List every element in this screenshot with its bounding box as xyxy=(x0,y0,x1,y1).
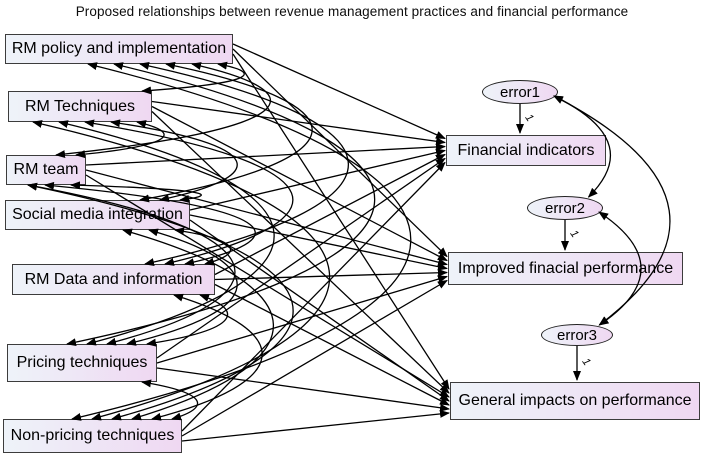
node-label: error1 xyxy=(499,83,540,101)
regression-arrow-nonpricing-general xyxy=(181,409,450,442)
regression-arrow-policy-financial xyxy=(232,43,446,140)
loading-label-error3: 1 xyxy=(579,356,593,368)
regression-arrow-policy-improved xyxy=(232,48,448,258)
predictor-box-policy: RM policy and implementation xyxy=(5,34,233,64)
error-ellipse-error3: error3 xyxy=(541,324,613,346)
covariance-arrow-techniques-pricing xyxy=(58,120,275,346)
regression-arrow-social-general xyxy=(189,219,450,402)
covariance-arrow-techniques-team xyxy=(75,120,165,159)
outcome-box-improved: Improved finacial performance xyxy=(448,252,683,285)
regression-arrow-nonpricing-improved xyxy=(181,279,448,437)
regression-arrow-techniques-general xyxy=(151,111,450,394)
error-ellipse-error1: error1 xyxy=(482,80,558,104)
regression-arrow-pricing-financial xyxy=(156,157,446,359)
predictor-box-data: RM Data and information xyxy=(12,264,215,295)
outcome-box-financial: Financial indicators xyxy=(446,135,606,166)
covariance-arrow-pricing-nonpricing xyxy=(141,379,199,421)
regression-arrow-data-improved xyxy=(214,268,448,281)
loading-label-error1: 1 xyxy=(522,111,536,124)
regression-arrow-techniques-improved xyxy=(151,105,448,262)
covariance-arrow-social-nonpricing xyxy=(122,228,275,421)
node-label: Non-pricing techniques xyxy=(10,427,175,444)
covariance-arrow-techniques-social xyxy=(110,119,238,203)
regression-arrow-data-general xyxy=(214,283,450,406)
node-label: Social media integration xyxy=(12,206,183,223)
node-label: RM policy and implementation xyxy=(11,40,227,57)
regression-arrow-data-financial xyxy=(214,153,446,276)
node-label: RM Techniques xyxy=(25,97,135,115)
covariance-arrow-policy-data xyxy=(139,61,350,266)
regression-arrow-social-financial xyxy=(189,148,446,211)
node-label: error3 xyxy=(556,326,597,344)
node-label: General impacts on performance xyxy=(458,392,692,409)
outcome-box-general: General impacts on performance xyxy=(450,382,700,420)
covariance-arrow-data-nonpricing xyxy=(151,293,263,421)
node-label: RM team xyxy=(13,161,79,178)
regression-arrow-team-financial xyxy=(85,142,446,166)
predictor-box-techniques: RM Techniques xyxy=(8,91,152,122)
covariance-arrow-team-social xyxy=(70,181,202,203)
diagram-title: Proposed relationships between revenue m… xyxy=(75,4,629,19)
predictor-box-pricing: Pricing techniques xyxy=(7,344,157,382)
regression-arrow-pricing-general xyxy=(156,367,450,412)
covariance-arrow-policy-social xyxy=(139,61,313,203)
node-label: Pricing techniques xyxy=(16,354,148,371)
regression-arrow-social-improved xyxy=(189,214,448,271)
error-ellipse-error2: error2 xyxy=(527,196,603,220)
node-label: error2 xyxy=(544,199,585,217)
covariance-arrow-data-pricing xyxy=(146,294,229,347)
node-label: RM Data and information xyxy=(24,270,203,288)
regression-arrow-policy-general xyxy=(232,53,450,390)
covariance-arrow-techniques-data xyxy=(84,119,294,266)
regression-arrow-techniques-financial xyxy=(151,100,446,146)
covariance-arrow-social-data xyxy=(174,227,232,266)
predictor-box-team: RM team xyxy=(6,155,86,185)
loading-label-error2: 1 xyxy=(567,228,581,240)
regression-arrow-nonpricing-financial xyxy=(181,161,446,432)
node-label: Improved finacial performance xyxy=(457,259,674,277)
covariance-arrow-policy-techniques xyxy=(141,61,245,95)
predictor-box-nonpricing: Non-pricing techniques xyxy=(3,419,182,453)
node-label: Financial indicators xyxy=(457,141,595,159)
predictor-box-social: Social media integration xyxy=(5,200,190,230)
